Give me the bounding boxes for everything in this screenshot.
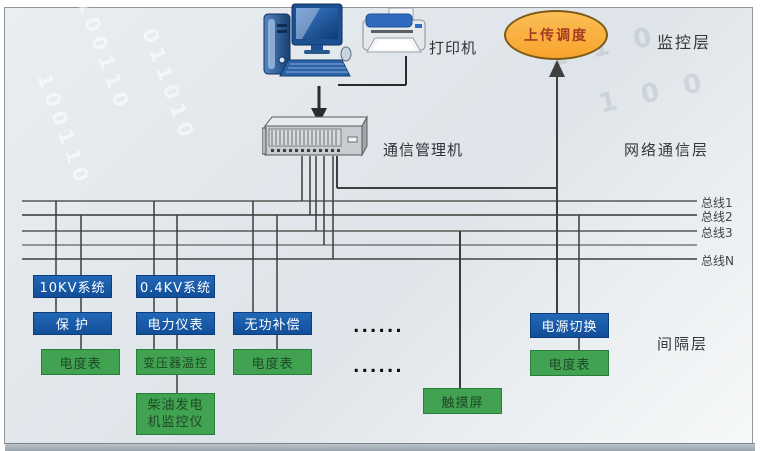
- bus-label-2: 总线2: [701, 210, 733, 224]
- node-power-switchover: 电源切换: [530, 313, 609, 338]
- node-reactive-compensation: 无功补偿: [233, 312, 312, 335]
- node-power-instruments: 电力仪表: [136, 312, 215, 335]
- device-drop-lines: [55, 201, 580, 393]
- printer-link-line: [338, 56, 407, 86]
- computer-to-rack-arrow: [311, 86, 327, 124]
- ellipsis-row: ......: [353, 317, 404, 337]
- diesel-monitor-line1: 柴油发电: [147, 398, 204, 413]
- node-diesel-generator-monitor: 柴油发电 机监控仪: [136, 393, 215, 435]
- bus-label-1: 总线1: [701, 196, 733, 210]
- bus-label-n: 总线N: [701, 254, 734, 268]
- node-04kv-system: 0.4KV系统: [136, 275, 215, 298]
- rack-bus-drop-lines: [301, 156, 334, 259]
- bus-lines: [22, 200, 697, 260]
- bay-layer-label: 间隔层: [657, 335, 709, 353]
- rack-server-icon: [261, 112, 370, 158]
- upload-dispatch-node: 上传调度: [504, 10, 608, 60]
- node-energy-meter-2: 电度表: [233, 349, 312, 375]
- bus-label-3: 总线3: [701, 226, 733, 240]
- ellipsis-row: ......: [353, 357, 404, 377]
- node-energy-meter-3: 电度表: [530, 350, 609, 376]
- diesel-monitor-line2: 机监控仪: [147, 415, 204, 430]
- printer-icon: [361, 7, 431, 64]
- bottom-shadow-bar: [5, 443, 755, 451]
- printer-label: 打印机: [429, 39, 478, 57]
- node-energy-meter-1: 电度表: [41, 349, 120, 375]
- desktop-computer-icon: [260, 2, 352, 88]
- comm-manager-label: 通信管理机: [383, 141, 464, 159]
- node-10kv-system: 10KV系统: [33, 275, 112, 298]
- network-layer-label: 网络通信层: [624, 141, 710, 159]
- upload-dispatch-arrow: [336, 60, 565, 313]
- diagram-frame: [4, 7, 753, 444]
- node-protection: 保 护: [33, 312, 112, 335]
- monitoring-layer-label: 监控层: [657, 33, 712, 52]
- node-transformer-temp-control: 变压器温控: [136, 349, 215, 375]
- node-touch-screen: 触摸屏: [423, 388, 502, 414]
